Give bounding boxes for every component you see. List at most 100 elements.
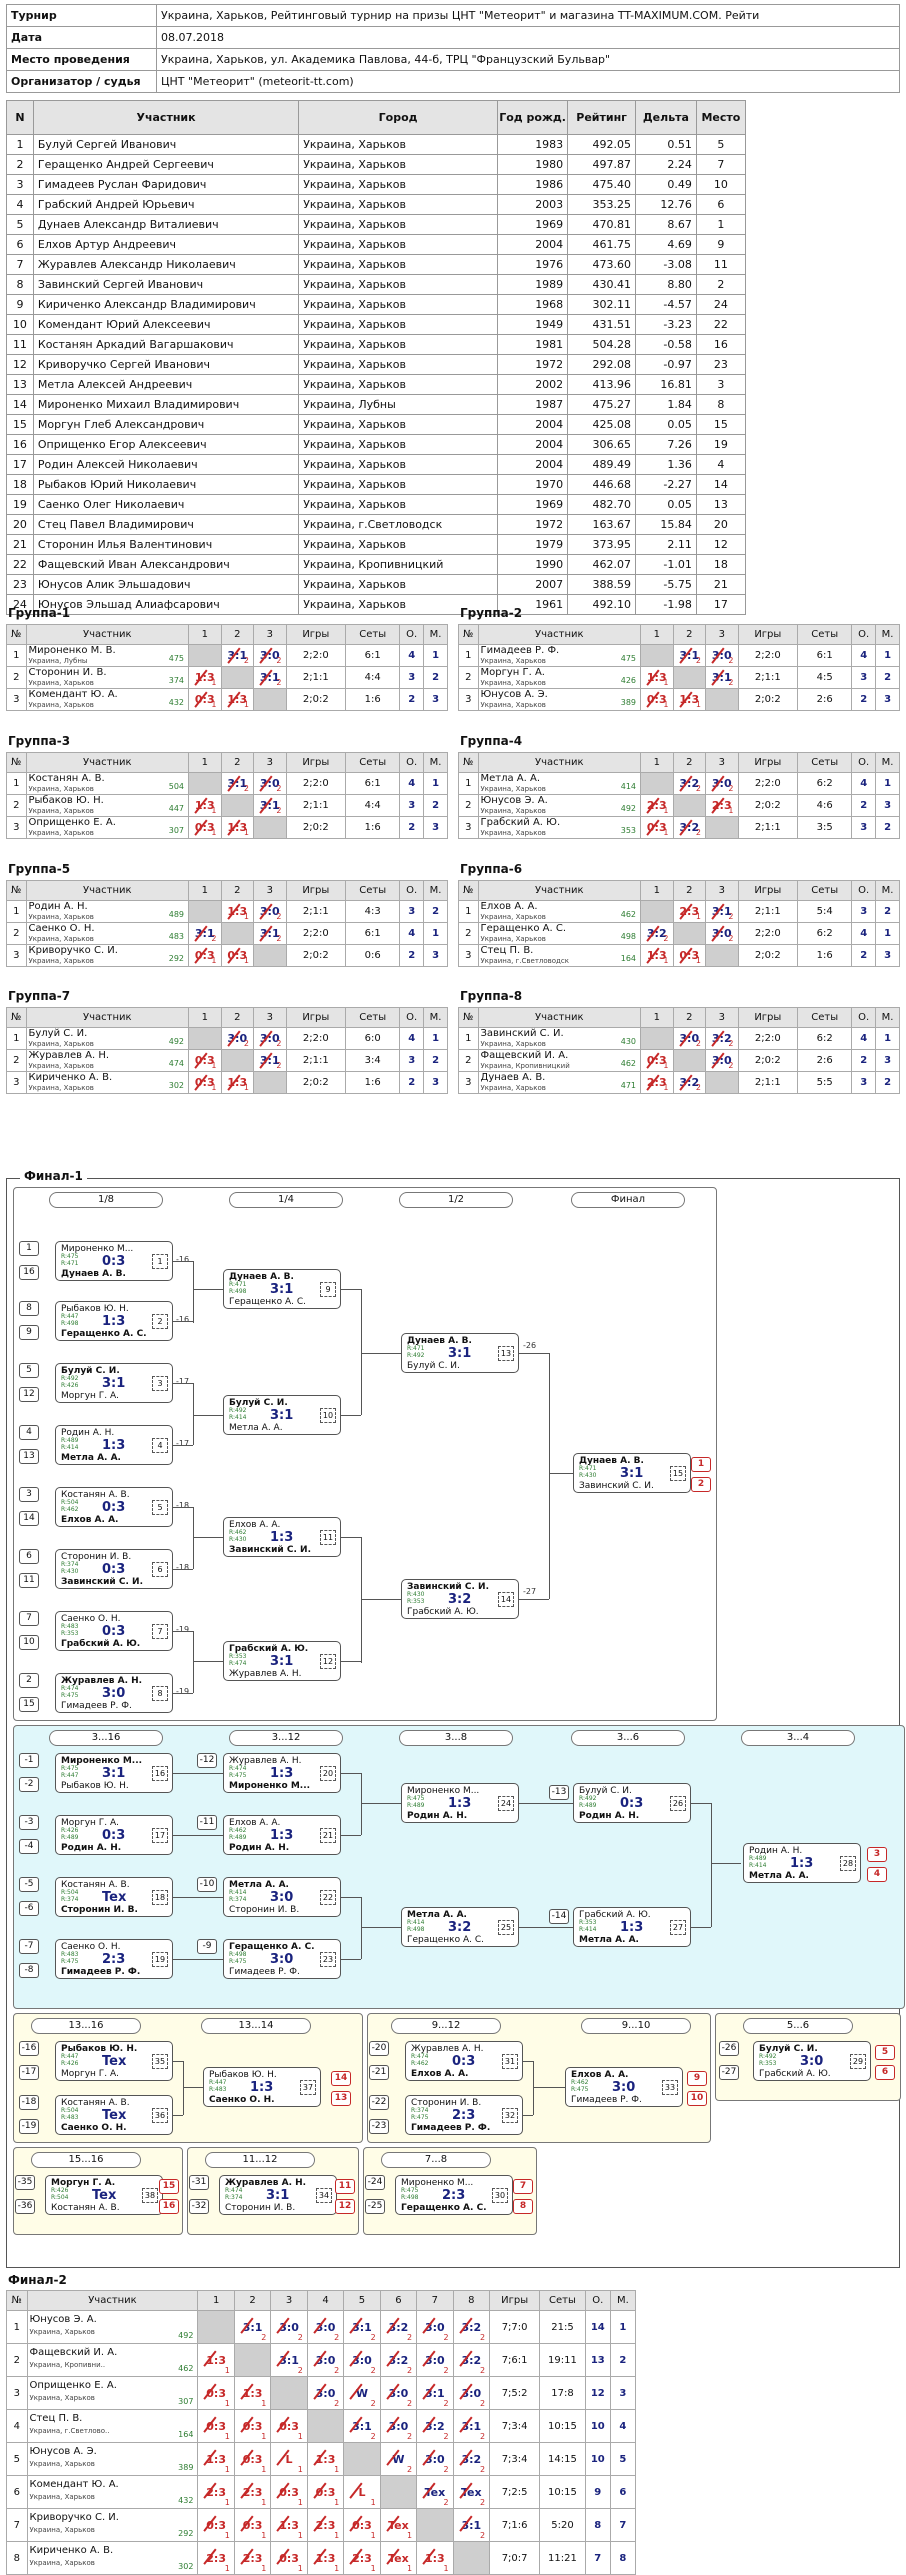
participant-cell: Украина, Харьков — [298, 454, 499, 475]
participant-cell: 7 — [6, 254, 34, 275]
bracket-line — [173, 1569, 193, 1570]
match-points: 1 — [663, 1061, 669, 1070]
player-rating: 432 — [178, 2496, 194, 2505]
participant-cell: 492.10 — [567, 594, 637, 615]
participant-cell: 430.41 — [567, 274, 637, 295]
slash-mark — [238, 2515, 256, 2532]
sets: 4:4 — [345, 666, 401, 689]
slash-line — [678, 819, 692, 836]
seed-box: -36 — [15, 2199, 35, 2214]
slash-mark — [225, 903, 243, 920]
player-rating: 462 — [178, 2364, 194, 2373]
bracket-line — [533, 2061, 534, 2115]
match-player-2: Метла А. А. — [749, 1871, 809, 1881]
match-player-2: Грабский А. Ю. — [759, 2069, 831, 2079]
games: 7;6:1 — [489, 2343, 541, 2377]
self-cell — [253, 688, 287, 711]
match-score: 0:3 — [102, 1254, 126, 1269]
participant-cell: 1989 — [497, 274, 569, 295]
group-col-header: 3 — [253, 624, 287, 645]
participant-cell: 1986 — [497, 174, 569, 195]
group-col-header: 3 — [253, 1007, 287, 1028]
games: 2;1:1 — [737, 900, 799, 923]
match-points: 1 — [224, 2531, 230, 2540]
participant-cell: 446.68 — [567, 474, 637, 495]
match-number: 33 — [662, 2080, 678, 2095]
sets: 6:1 — [345, 644, 401, 667]
seed-box: -22 — [369, 2095, 389, 2110]
participant-cell: Гимадеев Руслан Фаридович — [32, 174, 300, 195]
player-cell: Фащевский И. А.Украина, Кропивни..462 — [26, 2343, 199, 2377]
points: 9 — [584, 2475, 611, 2509]
match-score: 3:2 — [679, 777, 700, 790]
seed-box: 5 — [19, 1363, 39, 1378]
seed-box: -13 — [549, 1785, 569, 1800]
slash-line — [203, 2515, 217, 2532]
match-rating-1: R:475 — [407, 1795, 425, 1802]
seed-box: 3 — [867, 1847, 887, 1862]
group-col-header: М. — [875, 880, 900, 901]
slash-line — [646, 1074, 660, 1091]
match-points: 1 — [261, 2465, 267, 2474]
match-player-2: Завинский С. И. — [229, 1545, 311, 1555]
player-name: Криворучко С. И. — [28, 945, 118, 956]
slash-line — [259, 797, 273, 814]
match-points: 1 — [407, 2531, 413, 2540]
slash-line — [646, 691, 660, 708]
match-score: 3:0 — [711, 649, 732, 662]
slash-mark — [644, 819, 662, 836]
match-player-1: Моргун Г. А. — [61, 1818, 120, 1828]
points: 10 — [584, 2442, 611, 2476]
seed-box: -4 — [19, 1839, 39, 1854]
participant-cell: 1.84 — [635, 394, 697, 415]
match-rating-1: R:426 — [61, 1827, 79, 1834]
self-cell — [672, 794, 707, 817]
self-cell — [188, 772, 222, 795]
match-score: 0:3 — [194, 693, 215, 706]
match-score: 0:3 — [646, 693, 667, 706]
match-number: 23 — [320, 1952, 336, 1967]
match-ref: -19 — [176, 1625, 190, 1634]
participant-cell: 1980 — [497, 154, 569, 175]
participant-cell: 18 — [6, 474, 34, 495]
row-number: 2 — [6, 1049, 27, 1072]
match-rating-1: R:471 — [229, 1281, 247, 1288]
match-player-2: Саенко О. Н. — [209, 2095, 275, 2105]
participant-cell: Фащевский Иван Александрович — [32, 554, 300, 575]
participant-cell: Украина, Харьков — [298, 254, 499, 275]
match-points: 1 — [297, 2531, 303, 2540]
match-rating-1: R:353 — [229, 1653, 247, 1660]
match-score: 3:2 — [646, 927, 667, 940]
bracket-line — [549, 1353, 550, 1599]
player-rating: 432 — [168, 698, 185, 707]
sets: 4:3 — [345, 900, 401, 923]
match-score: 3:0 — [259, 905, 280, 918]
match-score: 2:3 — [646, 799, 667, 812]
seed-box: 1 — [19, 1241, 39, 1256]
group-col-header: № — [6, 880, 27, 901]
match-player-1: Елхов А. А. — [571, 2070, 629, 2080]
participant-cell: 22 — [6, 554, 34, 575]
participant-cell: 17 — [695, 594, 747, 615]
points: 7 — [584, 2541, 611, 2575]
points: 2 — [399, 1071, 425, 1094]
player-rating: 164 — [178, 2430, 194, 2439]
match-points: 1 — [663, 956, 669, 965]
place: 2 — [609, 2343, 637, 2377]
match-score: L — [285, 2452, 293, 2466]
match-points: 1 — [663, 828, 669, 837]
player-name: Булуй С. И. — [28, 1028, 88, 1039]
